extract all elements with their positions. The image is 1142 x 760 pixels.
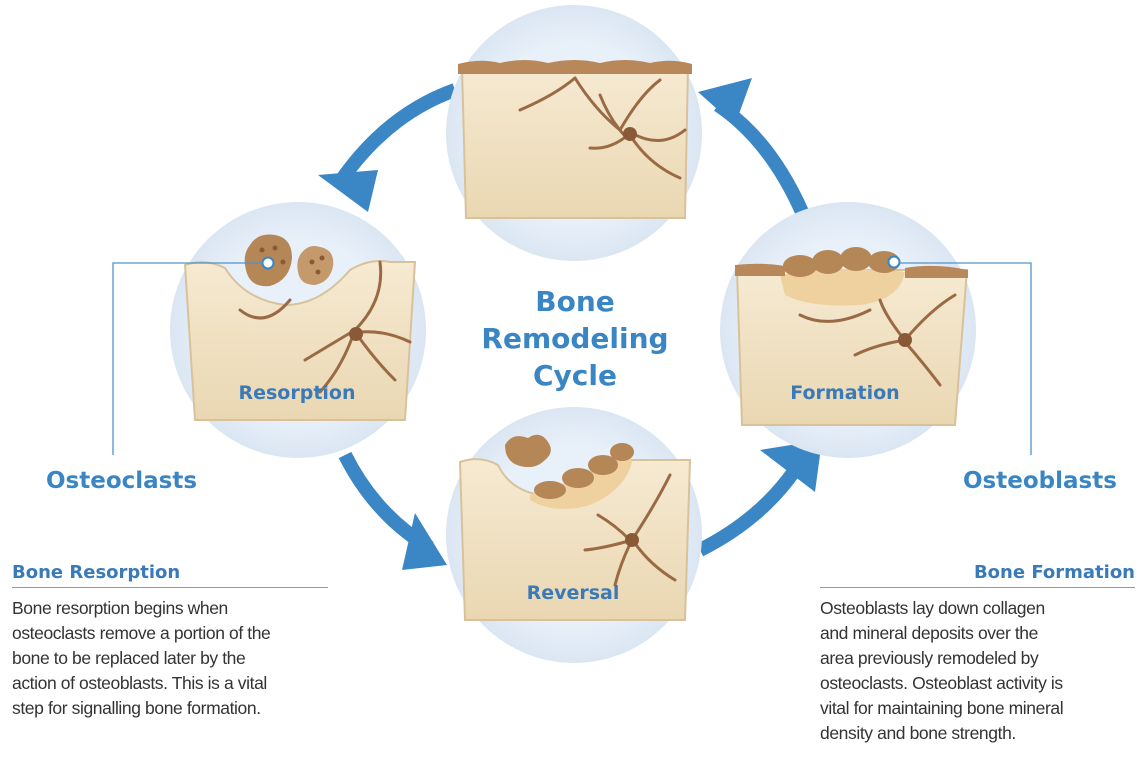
title-line-3: Cycle [470, 357, 680, 394]
resorption-line: osteoclasts remove a portion of the [12, 621, 342, 646]
right-divider [820, 587, 1135, 588]
arrow-top-to-resorption [318, 90, 455, 212]
arrow-resorption-to-reversal [345, 455, 447, 570]
resorption-line: step for signalling bone formation. [12, 696, 342, 721]
osteoclasts-label: Osteoclasts [46, 468, 197, 494]
stage-label-formation: Formation [745, 382, 945, 404]
bone-resorption-heading: Bone Resorption [12, 562, 180, 583]
bone-formation-heading: Bone Formation [935, 562, 1135, 583]
left-divider [12, 587, 328, 588]
bone-block-top [458, 60, 692, 218]
formation-line: density and bone strength. [820, 721, 1140, 746]
arrow-formation-to-top [698, 78, 802, 212]
diagram-title: Bone Remodeling Cycle [470, 283, 680, 394]
osteoblasts-label: Osteoblasts [963, 468, 1117, 494]
formation-line: osteoclasts. Osteoblast activity is [820, 671, 1140, 696]
formation-line: area previously remodeled by [820, 646, 1140, 671]
bone-resorption-text: Bone resorption begins when osteoclasts … [12, 596, 342, 721]
stage-label-reversal: Reversal [473, 582, 673, 604]
resorption-line: action of osteoblasts. This is a vital [12, 671, 342, 696]
osteoclast-marker [263, 258, 274, 269]
resorption-line: Bone resorption begins when [12, 596, 342, 621]
resorption-line: bone to be replaced later by the [12, 646, 342, 671]
stage-label-resorption: Resorption [197, 382, 397, 404]
osteoblast-marker [889, 257, 900, 268]
formation-line: Osteoblasts lay down collagen [820, 596, 1140, 621]
formation-line: and mineral deposits over the [820, 621, 1140, 646]
arrow-reversal-to-formation [700, 440, 822, 550]
title-line-2: Remodeling [470, 320, 680, 357]
title-line-1: Bone [470, 283, 680, 320]
bone-formation-text: Osteoblasts lay down collagen and minera… [820, 596, 1140, 746]
formation-line: vital for maintaining bone mineral [820, 696, 1140, 721]
